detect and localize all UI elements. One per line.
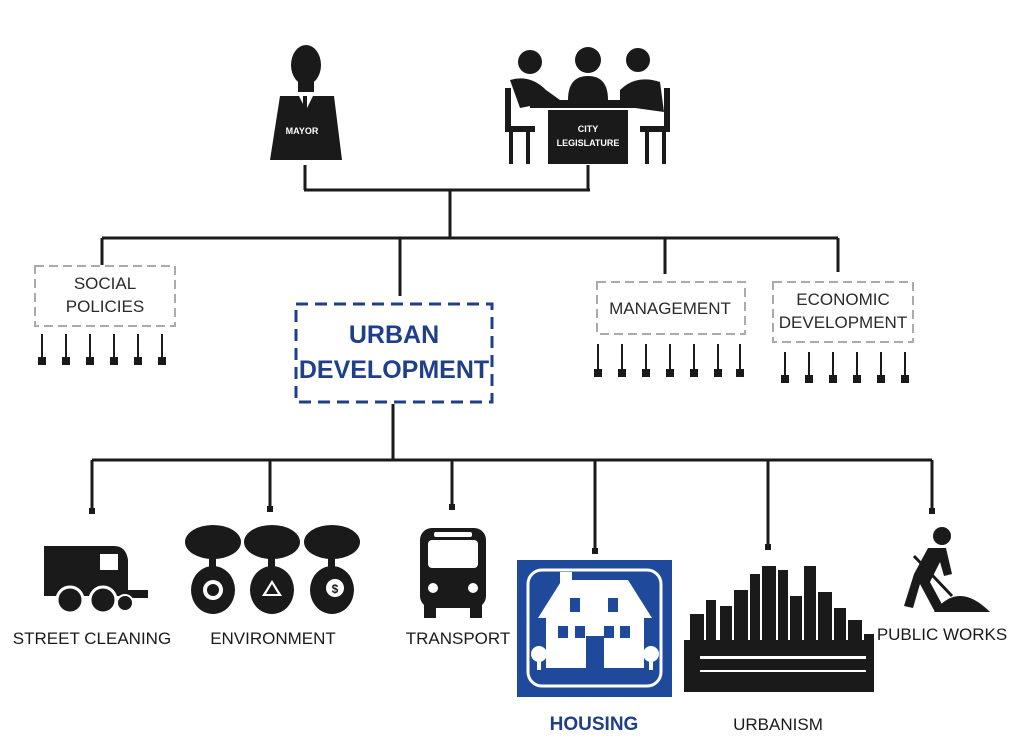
urban-development-label-line2: DEVELOPMENT bbox=[299, 356, 489, 384]
social-policies-label-line2: POLICIES bbox=[66, 297, 144, 316]
street-cleaning-label: STREET CLEANING bbox=[13, 629, 171, 648]
legislature-label-line2: LEGISLATURE bbox=[557, 138, 620, 148]
city-legislature-icon bbox=[505, 47, 670, 164]
street-cleaner-icon bbox=[44, 546, 148, 615]
worker-shovel-icon bbox=[904, 527, 990, 612]
mayor-label: MAYOR bbox=[286, 126, 319, 136]
social-policies-sub-ticks bbox=[38, 334, 166, 365]
economic-development-box bbox=[772, 281, 914, 343]
urbanism-label: URBANISM bbox=[733, 715, 823, 734]
transport-label: TRANSPORT bbox=[406, 629, 511, 648]
social-policies-box bbox=[34, 265, 176, 327]
public-works-label: PUBLIC WORKS bbox=[877, 625, 1007, 644]
bottom-connectors bbox=[90, 404, 934, 550]
urban-development-box bbox=[294, 302, 494, 404]
management-label: MANAGEMENT bbox=[609, 299, 731, 318]
top-connectors bbox=[100, 165, 840, 296]
management-sub-ticks bbox=[594, 344, 744, 377]
environment-label: ENVIRONMENT bbox=[210, 629, 336, 648]
management-box bbox=[596, 281, 746, 335]
mayor-icon bbox=[270, 45, 342, 160]
social-policies-label-line1: SOCIAL bbox=[74, 274, 136, 293]
economic-development-label-line2: DEVELOPMENT bbox=[779, 313, 907, 332]
housing-label: HOUSING bbox=[550, 714, 639, 735]
svg-text:$: $ bbox=[332, 582, 339, 596]
house-icon bbox=[517, 560, 672, 697]
bottom-connector-ends bbox=[89, 504, 935, 554]
city-skyline-icon bbox=[684, 566, 874, 692]
bus-icon bbox=[420, 528, 486, 618]
legislature-label-line1: CITY bbox=[578, 124, 599, 134]
urban-development-label-line1: URBAN bbox=[349, 321, 439, 349]
economic-development-sub-ticks bbox=[781, 352, 909, 383]
environment-trees-icon: $ bbox=[185, 525, 360, 614]
economic-development-label-line1: ECONOMIC bbox=[796, 290, 890, 309]
